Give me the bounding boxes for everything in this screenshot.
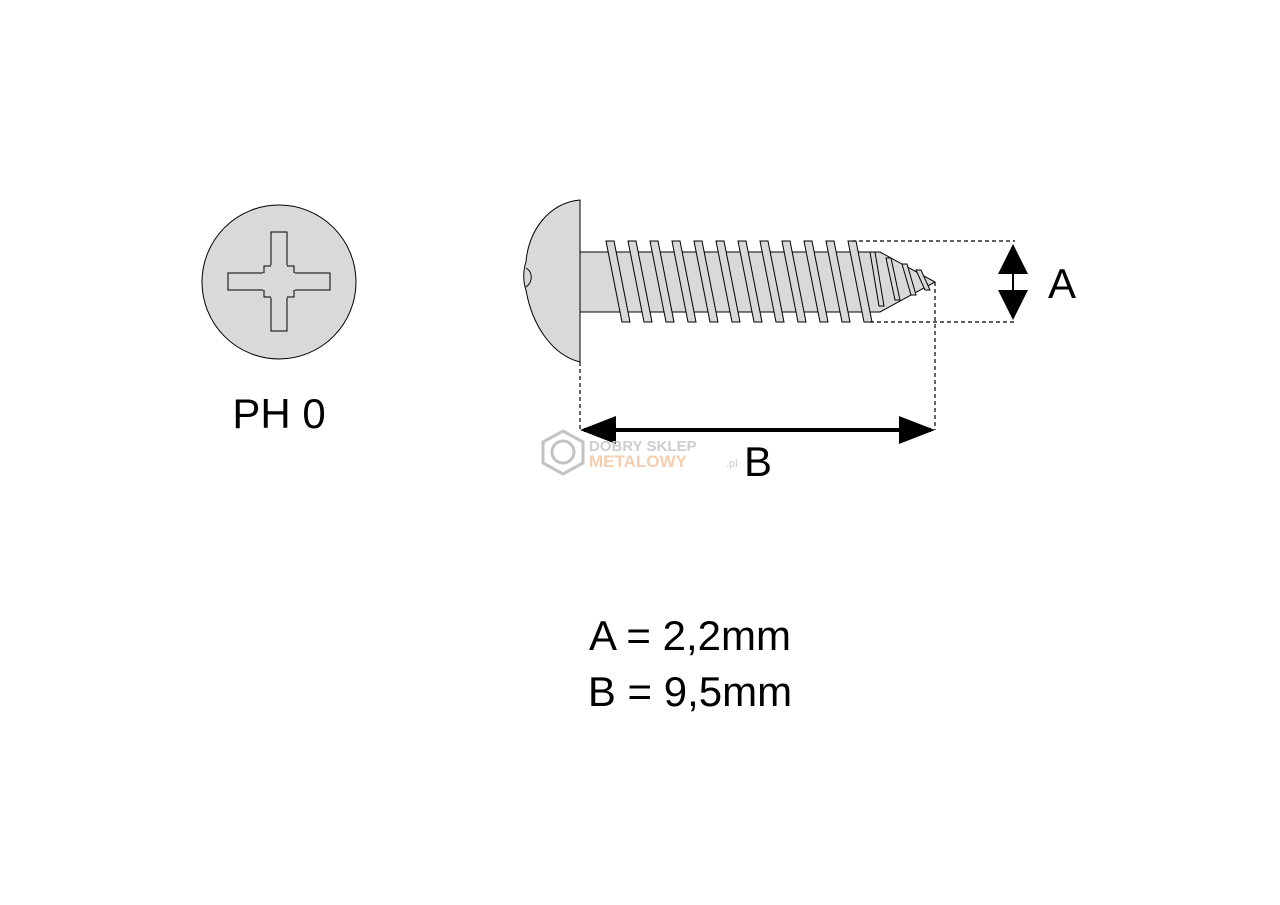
dim-a-arrow-up <box>998 244 1028 274</box>
thread-crest <box>759 240 785 323</box>
dimension-specs: A = 2,2mm B = 9,5mm <box>560 608 820 720</box>
slot-notch <box>525 267 532 288</box>
phillips-center-recess <box>263 265 295 298</box>
thread-crest <box>737 240 763 323</box>
thread-crest <box>715 240 741 323</box>
thread-crest <box>803 240 829 323</box>
thread-crest <box>605 240 631 323</box>
thread-crest <box>671 240 697 323</box>
watermark-logo: DOBRY SKLEP METALOWY .pl <box>541 429 738 476</box>
dim-a-extension-lines <box>852 240 1015 430</box>
thread-crest <box>781 240 807 323</box>
drive-type-label: PH 0 <box>232 390 325 437</box>
thread-crest <box>693 240 719 323</box>
dim-a-arrow-down <box>998 290 1028 320</box>
watermark-line1: DOBRY SKLEP <box>589 438 697 455</box>
thread-crest <box>627 240 653 323</box>
hex-nut-icon <box>541 429 585 476</box>
spec-a-line: A = 2,2mm <box>589 612 791 659</box>
thread-crest <box>885 257 901 301</box>
screw-side-view: A B <box>523 199 1076 485</box>
thread-crest <box>901 263 917 296</box>
thread-crest <box>869 251 885 307</box>
screw-head-view: PH 0 <box>201 204 357 437</box>
dim-b-label: B <box>744 438 772 485</box>
spec-b-line: B = 9,5mm <box>587 668 793 715</box>
thread-crest <box>825 240 851 323</box>
screw-threads <box>605 240 931 323</box>
thread-crest <box>649 240 675 323</box>
watermark-line2: METALOWY <box>589 452 688 471</box>
dim-a-label: A <box>1048 260 1076 307</box>
watermark-suffix: .pl <box>726 458 738 470</box>
screw-head-profile <box>523 199 581 363</box>
thread-crest <box>915 269 931 291</box>
